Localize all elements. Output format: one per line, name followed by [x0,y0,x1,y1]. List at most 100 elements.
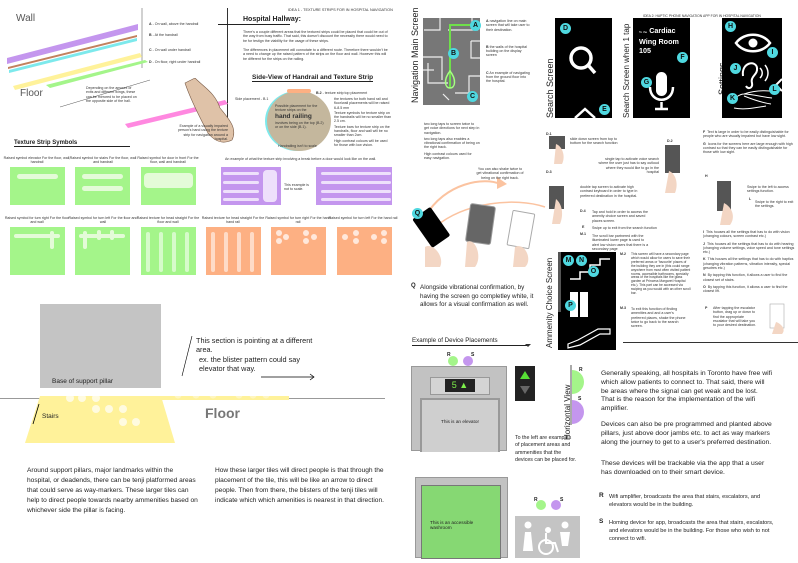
r-label: R [579,367,583,373]
s-label: S [471,352,475,358]
wall-label: Wall [16,13,36,24]
badge-c: C [467,91,478,102]
shake-note: You can also shake twice to get vibratio… [476,167,524,180]
up-arrow-icon[interactable] [520,371,530,379]
placement-c: C - On wall under handrail [149,48,191,52]
symbol-door [141,167,196,205]
elevator-label: This is an elevator [440,419,480,424]
gesture-illustrations [549,136,565,224]
not-to-scale: Handrailing isn't to scale [278,144,317,148]
escalator-note: After tapping the escalator button, drag… [713,306,757,328]
symbol-straight-floor [141,227,196,275]
gesture-d3: double tap screen to activate high contr… [580,185,638,198]
s-label: S [560,497,564,503]
strip-b [9,38,137,73]
pillar-note2: ex. the blister pattern could say elevat… [199,355,300,374]
settings-screen[interactable]: H I J L K [722,18,783,118]
eye-icon [734,33,772,53]
homing-device-dot [551,500,561,510]
pillar-para2: How these larger tiles will direct peopl… [215,467,384,504]
nav-extra: two long taps to screen twice to get voi… [424,122,480,161]
nav-main-label: Navigation Main Screen [410,7,420,103]
symbol-caption: Raised symbol for turn left For the floo… [68,216,138,225]
search-screen[interactable]: D E [555,18,612,119]
wall-line [570,365,572,425]
escalator-icon [567,328,611,349]
devices-title: Example of Device Placements [412,337,529,346]
badge-j: J [730,63,741,74]
gesture-m3: To exit this function of finding ameniti… [631,307,686,329]
symbols-title: Texture Strip Symbols [14,140,130,147]
badge-a: A [470,20,481,31]
scrollbar[interactable] [558,252,561,312]
divider [218,24,290,25]
wifi-amplifier-half [572,370,584,394]
s-description: Homing device for app, broadcasts the ar… [609,520,774,542]
settings-letter: H [705,174,708,178]
drag-illustration [769,303,785,334]
gesture-d2-illustration [665,145,680,193]
shake-illustration [413,177,546,267]
badge-i: I [767,47,778,58]
settings-notes-2: I This houses all the settings that has … [703,230,795,294]
break-note: This example is not to scale. [284,183,309,192]
devices-p2: Devices can also be pre programmed and p… [601,421,772,446]
symbol-caption: Raised symbol for turn left For the hand… [328,216,398,220]
idea2-header: IDEA 2: HAPTIC PHONE NAVIGATION APP FOR … [643,14,761,18]
microphone-icon [648,72,675,111]
break-example-left [221,167,281,205]
symbol-turn-left-floor [75,227,130,275]
exits-note: Depending on the amount of exits and dif… [86,86,137,103]
r-label: R [447,352,451,358]
wall-strip-diagram [7,8,151,108]
amenity-choice-screen[interactable]: M N O P [558,252,616,350]
devices-p3: These devices will be trackable via the … [601,460,765,476]
badge-l: L [769,84,780,95]
symbol-caption: Raised symbol for stairs For the floor, … [69,156,137,165]
down-arrow-icon[interactable] [520,386,530,394]
circle-text: Possible placement for the texture strip… [275,104,324,129]
b1-label: Side placement - B.1 [235,97,269,101]
symbol-elevator [10,167,65,205]
strip-a [7,24,138,64]
hallway-title: Hospital Hallway: [243,16,301,23]
symbol-caption: Raised symbol elevator For the floor, wa… [3,156,71,165]
direction-arrow [181,336,315,381]
floor-indicator: 5 ▲ [445,379,475,392]
elevator-call-buttons[interactable] [515,366,535,401]
hand-caption: Example of a visually impaired person's … [177,124,228,141]
nav-main-screen[interactable]: A B C [423,18,481,105]
symbol-caption: Raised symbol for turn right For the flo… [4,216,70,225]
placement-b: B - At the handrail [149,33,178,37]
swipe-right-note: Swipe to the right to exit the settings. [755,200,794,209]
r-letter: R [599,492,604,499]
gesture-letter: D.3 [546,170,552,174]
homing-device-half [572,400,584,424]
badge-e: E [599,104,610,115]
symbol-caption: Raised texture for head straight For the… [201,216,265,225]
strip-b-rail [8,35,137,69]
placement-d: D - On floor, right under handrail [149,60,201,64]
symbol-turn-right-floor [10,227,65,275]
settings-letter: L [749,197,752,201]
gesture-d4: Tap and hold in order to access the amen… [592,210,648,223]
symbol-stairs [75,167,130,205]
washroom-door: This is an accessible washroom [415,477,508,559]
support-pillar [40,304,161,388]
gesture-letter: D.1 [546,132,552,136]
break-example-right [316,167,392,205]
badge-g: G [641,77,652,88]
symbol-turn-right-rail [271,227,326,275]
pillar-label: Base of support pillar [52,378,114,385]
gesture-letter: E [582,225,585,229]
voice-search-screen[interactable]: To the Cardiac Wing Room 105 F G [633,18,690,118]
symbol-caption: Raised symbol for door in front For the … [137,156,199,165]
devices-left-note: To the left are examples of placement ar… [515,435,577,463]
gesture-d2: single tap to activate voice search wher… [598,157,659,174]
symbol-caption: Raised texture for head straight For the… [136,216,200,225]
badge-p: P [565,300,576,311]
floor-label: Floor [20,88,43,99]
r-description: Wifi amplifier, broadcasts the area that… [609,494,761,508]
symbol-turn-left-rail [337,227,392,275]
badge-b: B [448,48,459,59]
